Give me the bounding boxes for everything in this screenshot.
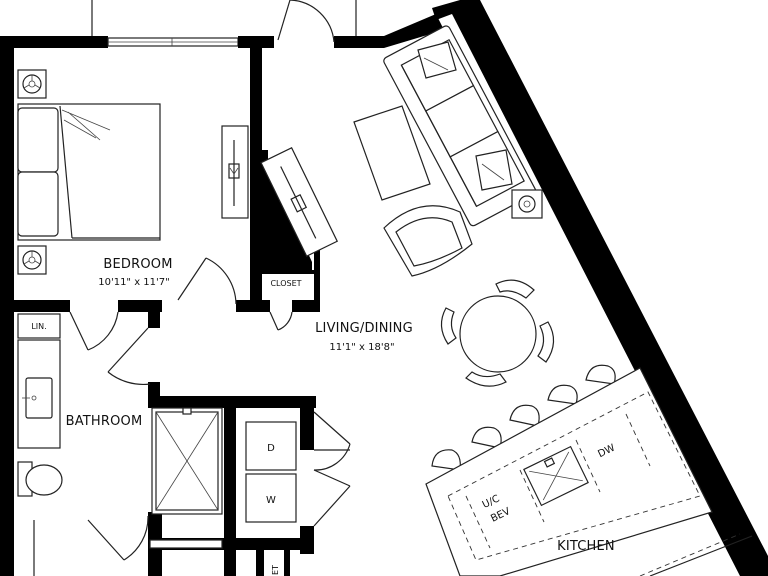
tv-console [260, 146, 339, 257]
coffee-table [353, 105, 431, 201]
dining-table [440, 279, 555, 387]
bathroom-name: BATHROOM [66, 414, 143, 429]
side-table [511, 189, 543, 219]
dryer-label: D [267, 443, 275, 454]
cushion [475, 149, 513, 191]
bedroom-name: BEDROOM [103, 257, 172, 272]
doors [69, 0, 357, 561]
toilet [17, 461, 63, 497]
bathroom-fixtures [17, 313, 223, 576]
pillow [17, 107, 59, 173]
nightstand [17, 245, 47, 275]
dryer [245, 421, 297, 471]
armchair [383, 205, 473, 277]
linen-label: LIN. [31, 322, 46, 331]
cushion [417, 41, 457, 79]
linen-closet [17, 313, 61, 339]
washer-label: W [266, 495, 276, 506]
dresser [221, 125, 249, 219]
bar-stools [431, 364, 616, 471]
cropped-label: ET [271, 565, 280, 575]
labels: BEDROOM 10'11" x 11'7" LIVING/DINING 11'… [31, 257, 617, 575]
bedroom-furniture [17, 69, 249, 275]
washer [245, 473, 297, 523]
nightstand [17, 69, 47, 99]
living-dining-name: LIVING/DINING [315, 321, 413, 336]
pillow [17, 171, 59, 237]
kitchen-sink [523, 445, 589, 507]
closet-label: CLOSET [270, 279, 301, 288]
shower [151, 407, 223, 515]
kitchen-name: KITCHEN [557, 539, 615, 554]
laundry [245, 421, 297, 523]
living-dining-dimensions: 11'1" x 18'8" [329, 342, 394, 353]
living-furniture [260, 25, 753, 576]
bedroom-dimensions: 10'11" x 11'7" [98, 277, 170, 288]
